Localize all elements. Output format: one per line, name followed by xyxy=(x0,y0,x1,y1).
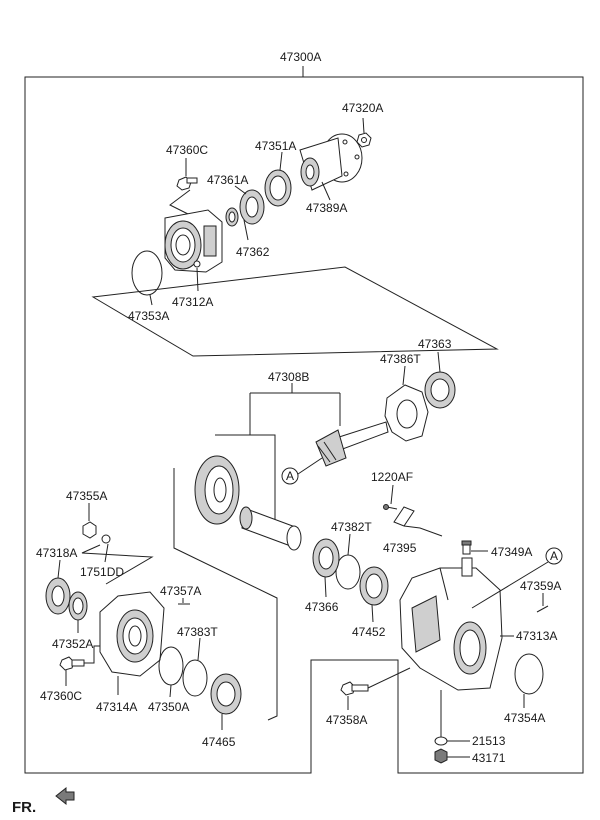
part-47360C-bolt-top xyxy=(176,176,198,191)
part-47313A-case xyxy=(399,557,503,691)
part-47382T-o-ring xyxy=(335,554,361,590)
part-1220AF-bolt xyxy=(383,504,398,510)
part-47361A-bearing xyxy=(239,189,265,225)
assembly-part-number: 47300A xyxy=(280,50,321,64)
label-47452: 47452 xyxy=(352,625,386,639)
part-47352A-retainer xyxy=(68,591,88,621)
ref-marker-a-upper-label: A xyxy=(286,469,294,483)
label-47362: 47362 xyxy=(236,245,270,259)
label-47350A: 47350A xyxy=(148,700,189,714)
fr-direction-arrow xyxy=(55,786,75,806)
label-47318A: 47318A xyxy=(36,546,77,560)
part-47312A-housing xyxy=(164,209,223,273)
label-47360C-bottom: 47360C xyxy=(40,689,82,703)
part-47366-bearing xyxy=(312,538,340,578)
part-47355A-nut xyxy=(82,521,97,539)
label-21513: 21513 xyxy=(472,734,506,748)
part-47358A-bolt xyxy=(340,681,369,696)
part-47389A-flange xyxy=(299,133,363,191)
part-47395-shim xyxy=(393,506,415,527)
part-1751DD-clip xyxy=(101,534,111,544)
part-47363-bearing xyxy=(424,371,456,409)
part-output-shaft xyxy=(239,506,302,551)
label-47314A: 47314A xyxy=(96,700,137,714)
part-47318A-seal xyxy=(45,577,71,615)
label-47386T: 47386T xyxy=(380,352,421,366)
label-47382T: 47382T xyxy=(331,520,372,534)
differential-subgroup-outline xyxy=(173,468,278,721)
label-1751DD: 1751DD xyxy=(80,565,124,579)
part-47452-seal xyxy=(359,566,389,606)
part-47314A-cover xyxy=(99,591,165,677)
part-47350A-o-ring xyxy=(158,646,184,686)
label-1220AF: 1220AF xyxy=(371,470,413,484)
gear-set-bracket xyxy=(215,383,341,528)
upper-subgroup-outline xyxy=(91,266,499,357)
part-47360C-bolt-bottom xyxy=(59,656,85,671)
label-47355A: 47355A xyxy=(66,489,107,503)
part-47353A-o-ring xyxy=(131,250,163,296)
label-47389A: 47389A xyxy=(306,201,347,215)
part-47354A-o-ring xyxy=(514,653,544,695)
fr-label: FR. xyxy=(12,799,36,816)
part-47349A-plug xyxy=(461,540,472,555)
ref-marker-a-lower-label: A xyxy=(550,549,558,563)
label-47359A: 47359A xyxy=(520,579,561,593)
part-ring-gear xyxy=(194,455,240,525)
part-47351A-seal xyxy=(264,169,292,207)
part-47386T-shim xyxy=(384,384,429,442)
label-47308B: 47308B xyxy=(268,370,309,384)
label-47395: 47395 xyxy=(383,541,417,555)
label-47360C-top: 47360C xyxy=(166,143,208,157)
label-43171: 43171 xyxy=(472,751,506,765)
label-47357A: 47357A xyxy=(160,584,201,598)
assembly-frame xyxy=(24,66,584,774)
label-47383T: 47383T xyxy=(177,625,218,639)
label-47361A: 47361A xyxy=(207,173,248,187)
label-47312A: 47312A xyxy=(172,295,213,309)
label-47363: 47363 xyxy=(418,337,452,351)
part-47465-bearing xyxy=(210,673,242,715)
part-43171-plug xyxy=(434,748,448,764)
label-47349A: 47349A xyxy=(491,545,532,559)
part-47359A-pin xyxy=(536,605,549,613)
label-47320A: 47320A xyxy=(342,101,383,115)
part-47383T-o-ring xyxy=(182,659,208,697)
ref-marker-a-lower xyxy=(545,547,563,565)
label-47352A: 47352A xyxy=(52,637,93,651)
label-47465: 47465 xyxy=(202,735,236,749)
part-pinion-shaft xyxy=(315,421,389,467)
label-47354A: 47354A xyxy=(504,711,545,725)
part-21513-washer xyxy=(434,736,448,746)
label-47358A: 47358A xyxy=(326,713,367,727)
label-47351A: 47351A xyxy=(255,139,296,153)
label-47353A: 47353A xyxy=(128,309,169,323)
label-47313A: 47313A xyxy=(516,629,557,643)
part-47362-spacer xyxy=(225,207,239,227)
ref-marker-a-upper xyxy=(281,467,299,485)
label-47366: 47366 xyxy=(305,600,339,614)
